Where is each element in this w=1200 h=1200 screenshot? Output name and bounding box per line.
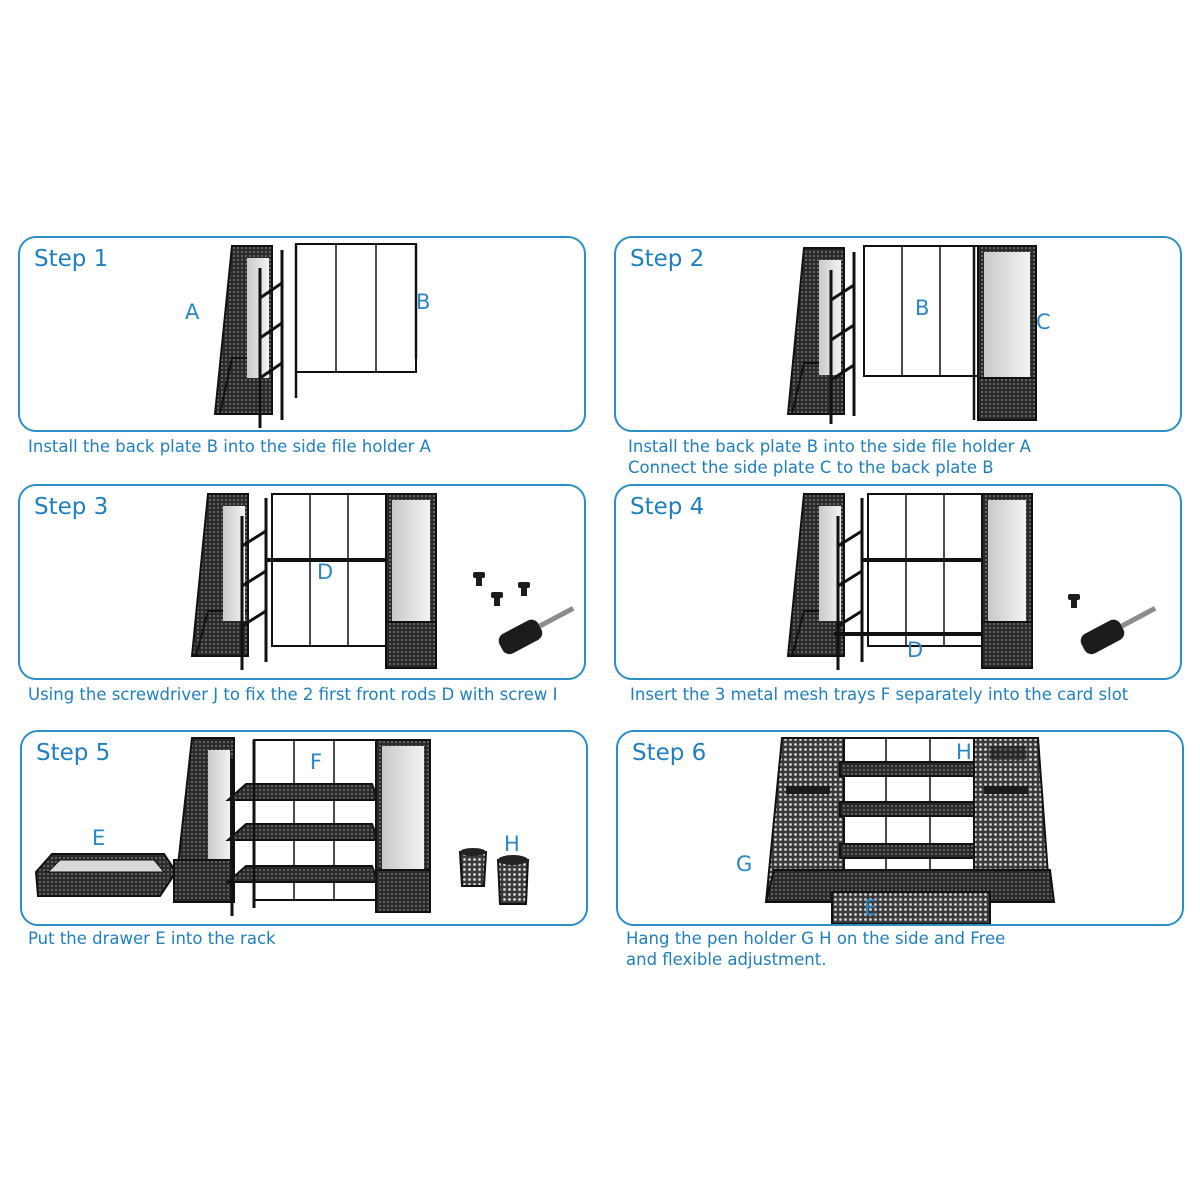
step-6-panel: Step 6 H G E xyxy=(616,730,1184,926)
step-4-illustration xyxy=(786,493,1157,670)
step-5-title: Step 5 xyxy=(36,740,111,766)
step-4-title: Step 4 xyxy=(630,494,705,520)
step-3-caption: Using the screwdriver J to fix the 2 fir… xyxy=(28,685,558,704)
step-6-illustration xyxy=(764,737,1056,924)
label-d: D xyxy=(907,638,924,662)
label-h: H xyxy=(956,740,972,764)
step-1-illustration xyxy=(213,243,418,428)
label-f: F xyxy=(310,750,323,774)
label-c: C xyxy=(1036,310,1051,334)
step-1-caption: Install the back plate B into the side f… xyxy=(28,437,431,456)
step-1-title: Step 1 xyxy=(34,246,109,272)
step-6-caption: Hang the pen holder G H on the side and … xyxy=(626,929,1006,969)
step-3-illustration xyxy=(190,493,575,670)
label-b: B xyxy=(416,290,431,314)
step-5-illustration xyxy=(34,737,530,916)
step-2-title: Step 2 xyxy=(630,246,705,272)
step-3-panel: Step 3 D xyxy=(18,484,586,680)
step-2-caption: Install the back plate B into the side f… xyxy=(628,437,1031,477)
step-2-panel: Step 2 B C xyxy=(614,236,1182,432)
label-e: E xyxy=(92,826,106,850)
step-4-caption: Insert the 3 metal mesh trays F separate… xyxy=(630,685,1129,704)
step-5-panel: Step 5 F E H xyxy=(20,730,588,926)
label-e: E xyxy=(864,896,878,920)
step-2-illustration xyxy=(786,245,1037,424)
step-4-panel: Step 4 D xyxy=(614,484,1182,680)
step-1-panel: Step 1 A B xyxy=(18,236,586,432)
label-d: D xyxy=(317,560,334,584)
label-a: A xyxy=(185,300,200,324)
label-g: G xyxy=(736,852,753,876)
step-6-title: Step 6 xyxy=(632,740,707,766)
step-3-title: Step 3 xyxy=(34,494,109,520)
step-5-caption: Put the drawer E into the rack xyxy=(28,929,276,948)
label-h: H xyxy=(504,832,520,856)
label-b: B xyxy=(915,296,930,320)
